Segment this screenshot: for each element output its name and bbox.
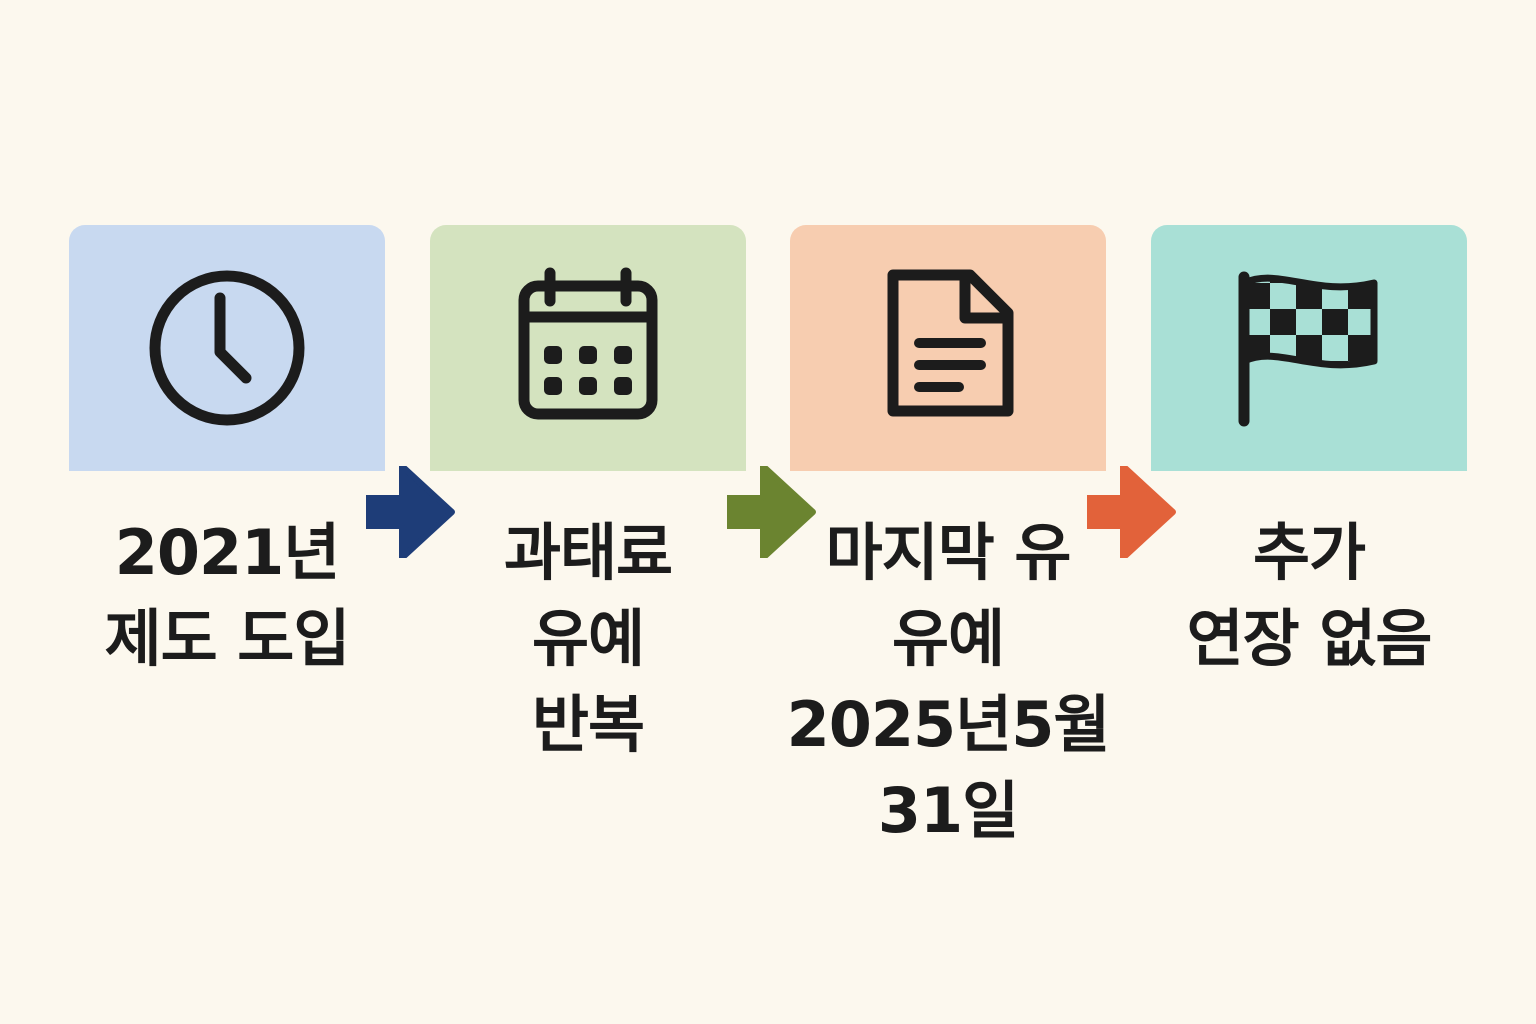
arrow-2-icon bbox=[727, 466, 816, 558]
calendar-icon bbox=[518, 267, 658, 420]
arrow-3-icon bbox=[1087, 466, 1176, 558]
checkered-flag-icon bbox=[1238, 271, 1378, 427]
step-4-label: 추가 연장 없음 bbox=[1119, 510, 1499, 682]
clock-icon bbox=[149, 270, 305, 426]
step-1-line-1: 2021년 bbox=[114, 516, 341, 589]
step-1-label: 2021년 제도 도입 bbox=[37, 510, 417, 682]
step-2-label: 과태료 유예 반복 bbox=[398, 510, 778, 768]
step-3-line-2: 유예 bbox=[891, 602, 1005, 675]
step-3-card bbox=[790, 225, 1106, 471]
step-1-card bbox=[69, 225, 385, 471]
step-4-card bbox=[1151, 225, 1467, 471]
step-3-line-1: 마지막 유 bbox=[825, 516, 1072, 589]
step-2-line-2: 유예 bbox=[531, 602, 645, 675]
step-4-line-2: 연장 없음 bbox=[1186, 602, 1433, 675]
step-3-line-4: 31일 bbox=[877, 774, 1019, 847]
step-2-line-1: 과태료 bbox=[503, 516, 673, 589]
step-1-line-2: 제도 도입 bbox=[104, 602, 351, 675]
arrow-1-icon bbox=[366, 466, 455, 558]
step-2-card bbox=[430, 225, 746, 471]
step-3-line-3: 2025년5월 bbox=[786, 688, 1111, 761]
step-2-line-3: 반복 bbox=[531, 688, 645, 761]
step-4-line-1: 추가 bbox=[1252, 516, 1366, 589]
document-icon bbox=[887, 269, 1014, 417]
step-3-label: 마지막 유 유예 2025년5월 31일 bbox=[758, 510, 1138, 854]
